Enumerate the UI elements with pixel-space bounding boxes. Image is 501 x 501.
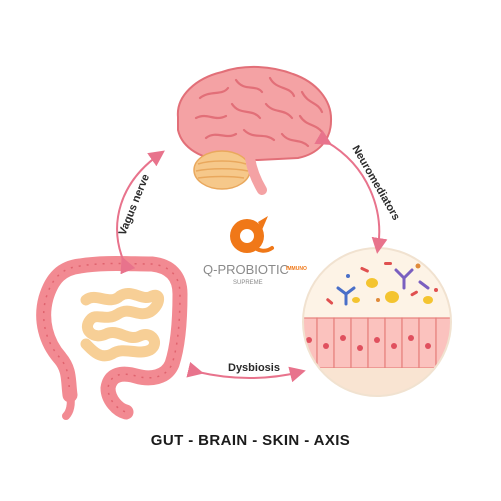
- intestine-illustration: [36, 256, 188, 420]
- arrow-vagus: [116, 150, 165, 275]
- cycle-arrows: [116, 130, 388, 383]
- label-dysbiosis: Dysbiosis: [228, 362, 280, 374]
- axis-caption: GUT - BRAIN - SKIN - AXIS: [150, 432, 351, 449]
- logo-sub: SUPREME: [233, 280, 263, 286]
- q-probiotic-logo: Q-PROBIOTIC IMMUNO SUPREME: [203, 216, 307, 286]
- cerebellum: [193, 150, 251, 190]
- skin-microbiome-illustration: [302, 247, 452, 397]
- brain-illustration: [176, 65, 333, 195]
- logo-tag: IMMUNO: [286, 266, 307, 272]
- label-vagus-nerve: Vagus nerve: [117, 173, 152, 238]
- arrow-neuromediators: [314, 130, 388, 254]
- logo-name: Q-PROBIOTIC: [203, 262, 289, 277]
- arrow-dysbiosis: [186, 361, 306, 383]
- label-neuromediators: Neuromediators: [349, 144, 402, 223]
